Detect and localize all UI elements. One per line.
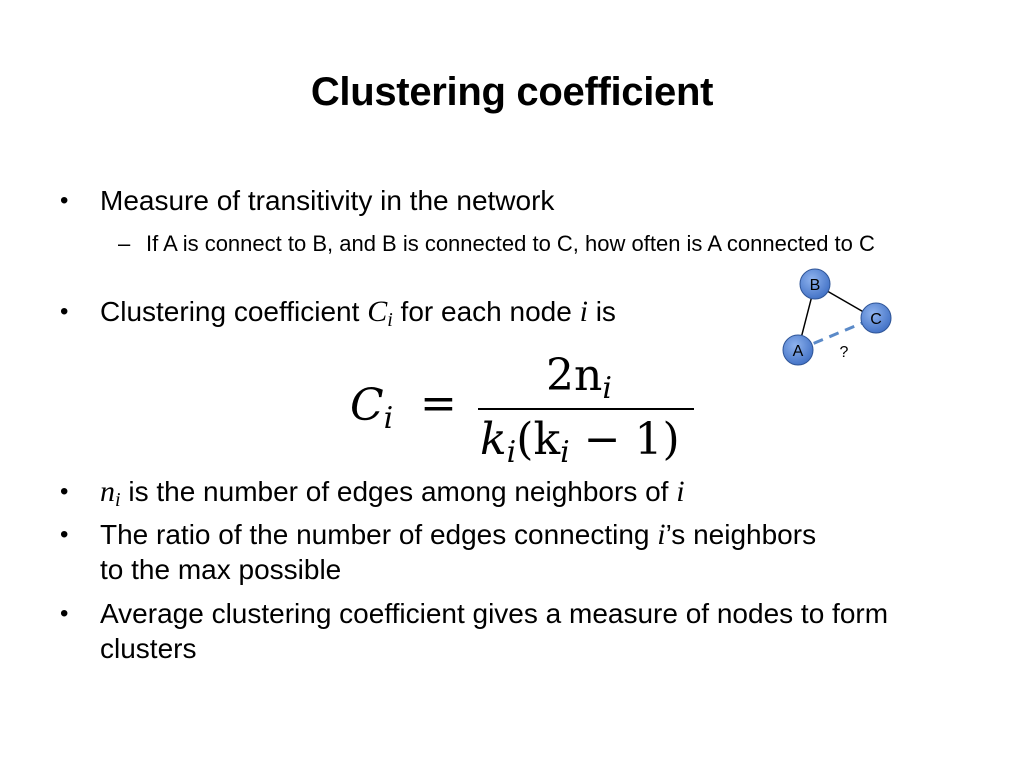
bullet-ni-definition: • ni is the number of edges among neighb… [60,474,950,518]
var-c-subscript: i [387,309,393,331]
formula-numerator: 2ni [546,350,612,406]
bullet-dot: • [60,298,69,325]
bullet-dot: • [60,478,69,505]
sub-bullet-text: If A is connect to B, and B is connected… [146,231,875,256]
var-c: C [367,295,388,328]
svg-text:C: C [870,311,882,328]
bullet-text: Average clustering coefficient gives a m… [100,598,889,664]
edge-a-c-dashed [797,316,875,352]
sub-bullet-dash: – [118,231,131,256]
bullet-dot: • [60,187,69,214]
bullet-text-pre: Clustering coefficient [100,296,368,327]
bullet-text: Measure of transitivity in the network [100,185,555,216]
bullet-clustering-coefficient: • Clustering coefficient Ci for each nod… [60,294,950,338]
bullet-text-post: ’s neighbors to the max possible [100,519,817,585]
bullet-transitivity: • Measure of transitivity in the network [60,183,950,218]
bullet-dot: • [60,521,69,548]
node-b: B [799,268,831,300]
formula-denominator: ki(ki − 1) [480,414,680,470]
formula-equals: = [420,378,457,429]
triangle-graph-diagram: B C A ? [782,268,892,366]
formula-fraction-bar [478,408,694,410]
bullet-text: is the number of edges among neighbors o… [120,476,677,507]
bullet-text-post: is [587,296,616,327]
svg-text:A: A [793,343,804,360]
bullet-average-clustering: • Average clustering coefficient gives a… [60,596,950,666]
question-mark-label: ? [840,344,849,361]
slide-title: Clustering coefficient [310,70,714,114]
var-i: i [676,475,685,508]
bullet-text-pre: The ratio of the number of edges connect… [100,519,658,550]
formula-lhs: Ci [350,380,394,436]
var-n: n [100,475,115,508]
svg-text:B: B [810,277,821,294]
bullet-text-mid: for each node [392,296,580,327]
var-i: i [657,518,666,551]
bullet-ratio: • The ratio of the number of edges conne… [60,517,820,587]
node-a: A [782,334,814,366]
sub-bullet-transitivity: – If A is connect to B, and B is connect… [118,230,906,257]
clustering-formula: Ci = 2ni ki(ki − 1) [348,350,708,472]
var-i: i [579,295,588,328]
bullet-dot: • [60,600,69,627]
var-n-subscript: i [115,489,121,511]
node-c: C [860,302,892,334]
